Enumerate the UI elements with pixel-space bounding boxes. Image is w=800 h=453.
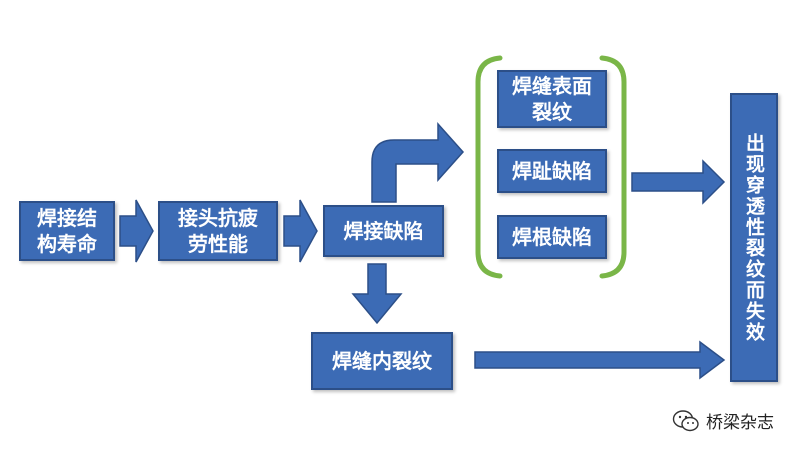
arrow-group-to-failure — [631, 159, 726, 205]
arrow-life-to-joint — [119, 199, 154, 263]
arrow-joint-to-defect — [283, 199, 318, 263]
arrow-defect-to-surface-group — [371, 122, 465, 203]
node-root-defect: 焊根缺陷 — [497, 215, 607, 259]
node-life: 焊接结 构寿命 — [19, 201, 115, 261]
watermark-text: 桥梁杂志 — [706, 413, 774, 433]
arrow-internal-to-failure — [474, 340, 726, 380]
node-defect: 焊接缺陷 — [323, 205, 444, 257]
node-internal-crack: 焊缝内裂纹 — [311, 332, 453, 390]
node-toe-defect: 焊趾缺陷 — [497, 149, 607, 193]
wechat-icon — [672, 409, 699, 431]
node-surface-crack: 焊缝表面 裂纹 — [497, 70, 607, 128]
node-failure: 出现穿透性裂纹而失效 — [730, 93, 778, 382]
left-bracket — [475, 55, 503, 279]
node-joint: 接头抗疲 劳性能 — [158, 201, 278, 261]
arrow-defect-to-internal — [351, 263, 403, 325]
right-bracket — [599, 55, 627, 279]
watermark: 桥梁杂志 — [672, 408, 774, 433]
